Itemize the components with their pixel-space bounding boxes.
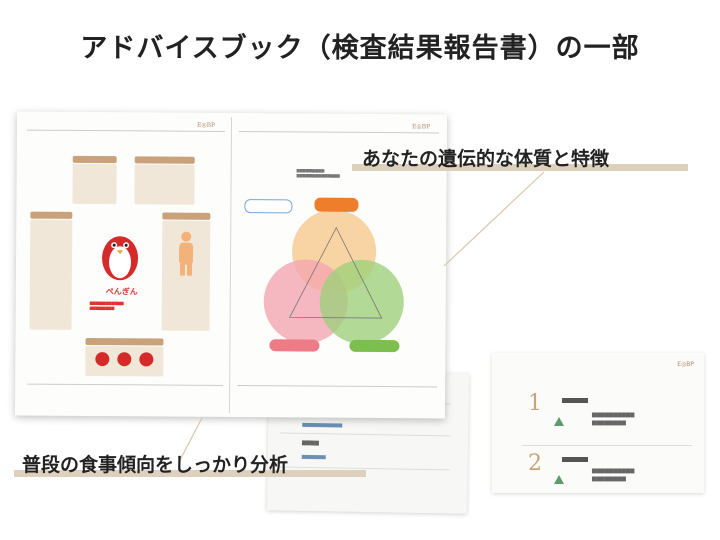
caption-underline: [14, 470, 366, 477]
body-figure-icon: [179, 231, 194, 276]
logo: E◎BP: [196, 121, 216, 129]
connector-line: [443, 171, 545, 267]
section-number: 2: [528, 451, 542, 476]
traits-caption: あなたの遺伝的な体質と特徴: [362, 148, 610, 170]
penguin-note: ▆▆▆▆▆▆▆▆▆▆▆▆▆▆▆▆▆▆▆: [89, 300, 124, 311]
header-rule: [238, 131, 439, 134]
food-icon: [95, 352, 110, 367]
progress-bar: [301, 454, 326, 460]
triangle-icon: [554, 475, 564, 484]
caption-underline: [352, 164, 688, 171]
label-pill: [314, 197, 359, 212]
panel: [72, 163, 117, 205]
panel-header: [134, 156, 195, 164]
page-fold: [228, 116, 233, 413]
connector-line: [179, 417, 203, 461]
footer-rule: [237, 385, 438, 388]
panel: [29, 219, 73, 330]
back-document-right: E◎BP 1 ▆▆▆▆▆▆▆▆▆▆▆▆▆▆▆▆▆▆ 2 ▆▆▆▆▆▆▆▆▆▆▆▆…: [492, 353, 704, 493]
panel-header: [30, 211, 73, 219]
panel-header: [162, 212, 211, 220]
advice-book-spread: E◎BP ぺんぎん ▆▆▆▆▆▆▆▆▆▆▆▆▆▆▆▆▆▆▆ E◎BP ▆▆▆▆▆…: [14, 111, 448, 419]
divider: [280, 432, 451, 437]
header-rule: [26, 129, 225, 132]
label-pill: [244, 199, 293, 214]
penguin-icon: [102, 236, 139, 281]
logo: E◎BP: [677, 361, 694, 368]
food-icon: [139, 352, 154, 367]
page-headline: アドバイスブック（検査結果報告書）の一部: [80, 33, 640, 64]
logo: E◎BP: [411, 123, 431, 131]
section-number: 1: [528, 391, 542, 416]
back-text: ▆▆▆▆: [301, 439, 319, 447]
back-text: ▆▆▆▆▆▆▆▆▆▆▆▆▆▆▆▆▆▆: [592, 468, 635, 482]
panel-header: [85, 337, 164, 346]
panel: [134, 164, 195, 205]
label-pill: [269, 339, 320, 352]
section-tag: [562, 398, 588, 403]
penguin-label: ぺんぎん: [105, 287, 138, 297]
footer-rule: [27, 383, 224, 386]
intro-text: ▆▆▆▆▆▆▆▆▆▆▆▆▆▆▆▆▆▆▆▆▆▆▆: [296, 167, 340, 178]
triangle-icon: [554, 417, 564, 426]
section-tag: [562, 457, 588, 462]
progress-bar: [302, 422, 343, 428]
back-text: ▆▆▆▆▆▆▆▆▆▆▆▆▆▆▆▆▆▆: [592, 412, 635, 426]
diet-caption: 普段の食事傾向をしっかり分析: [22, 454, 289, 476]
divider: [522, 445, 692, 446]
panel-header: [72, 155, 117, 164]
label-pill: [349, 339, 400, 353]
food-icon: [117, 352, 132, 367]
triangle-diagram: [288, 226, 383, 319]
